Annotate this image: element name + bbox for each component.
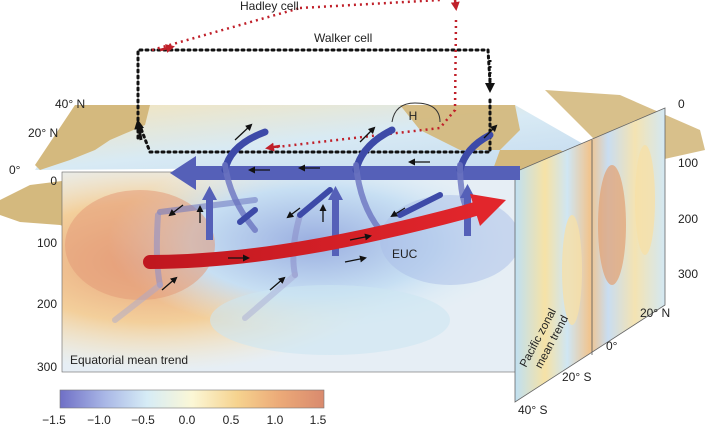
colorbar-ticks: −1.5 −1.0 −0.5 0.0 0.5 1.0 1.5 xyxy=(42,413,327,427)
euc-label: EUC xyxy=(392,247,418,261)
side-depth-200: 200 xyxy=(678,212,698,226)
lat-tick-20n: 20° N xyxy=(28,126,58,140)
colorbar: −1.5 −1.0 −0.5 0.0 0.5 1.0 1.5 xyxy=(42,390,327,427)
side-lat-20n: 20° N xyxy=(640,306,670,320)
colorbar-gradient xyxy=(60,390,324,408)
side-depth-0: 0 xyxy=(678,97,685,111)
equatorial-section xyxy=(62,172,520,372)
cb-tick: 1.5 xyxy=(310,413,327,427)
front-depth-200: 200 xyxy=(37,297,57,311)
cb-tick: −1.5 xyxy=(42,413,66,427)
side-depth-300: 300 xyxy=(678,267,698,281)
walker-cell-label: Walker cell xyxy=(314,31,372,45)
front-depth-100: 100 xyxy=(37,236,57,250)
cb-tick: 0.0 xyxy=(179,413,196,427)
front-depth-300: 300 xyxy=(37,360,57,374)
side-lat-0: 0° xyxy=(606,339,618,353)
cb-tick: −1.0 xyxy=(87,413,111,427)
cb-tick: 0.5 xyxy=(223,413,240,427)
side-lat-40s: 40° S xyxy=(518,403,547,417)
lat-tick-40n: 40° N xyxy=(55,97,85,111)
side-lat-20s: 20° S xyxy=(562,370,591,384)
lat-tick-0: 0° xyxy=(9,163,21,177)
cb-tick: −0.5 xyxy=(131,413,155,427)
high-pressure-label: H xyxy=(409,109,418,123)
hadley-cell-label: Hadley cell xyxy=(240,0,299,13)
side-depth-100: 100 xyxy=(678,156,698,170)
front-depth-0: 0 xyxy=(50,174,57,188)
cb-tick: 1.0 xyxy=(267,413,284,427)
equatorial-panel-title: Equatorial mean trend xyxy=(70,353,188,367)
